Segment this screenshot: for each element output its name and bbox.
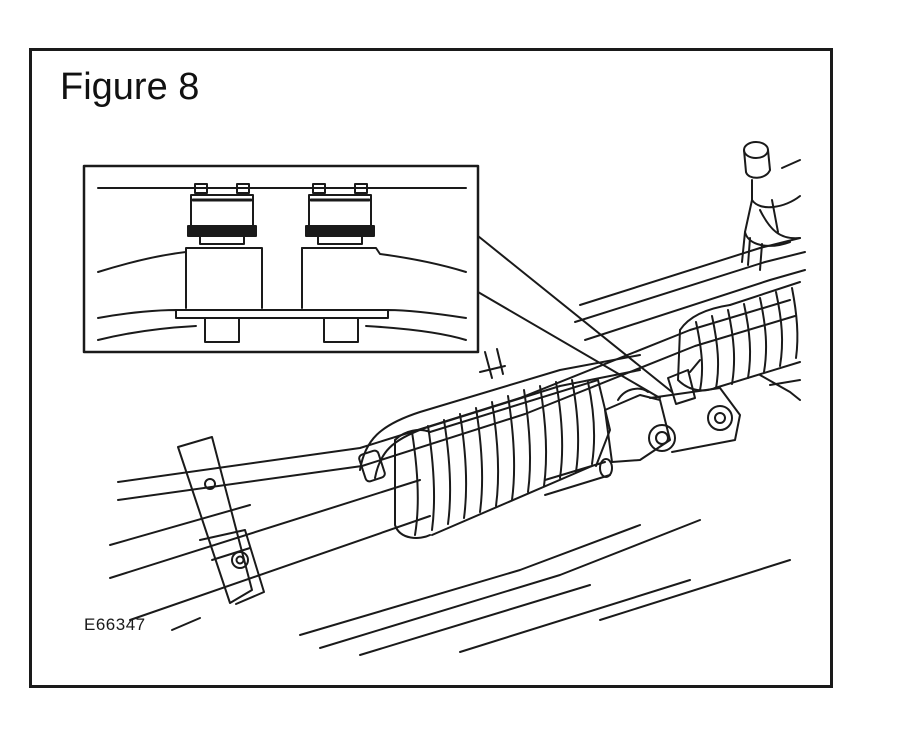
reference-leader (171, 617, 201, 631)
left-steering-gaiter (394, 379, 611, 539)
pinion-housing (741, 141, 801, 271)
figure-title: Figure 8 (60, 66, 200, 108)
mounting-bracket (177, 436, 265, 605)
rack-tubes (109, 237, 806, 656)
centre-clamp (604, 359, 741, 463)
callout-leader (477, 235, 673, 399)
figure-frame (29, 48, 833, 688)
tie-rod (544, 458, 613, 496)
inset-detail (82, 164, 480, 354)
right-steering-gaiter (677, 281, 801, 401)
reference-code: E66347 (84, 615, 146, 634)
